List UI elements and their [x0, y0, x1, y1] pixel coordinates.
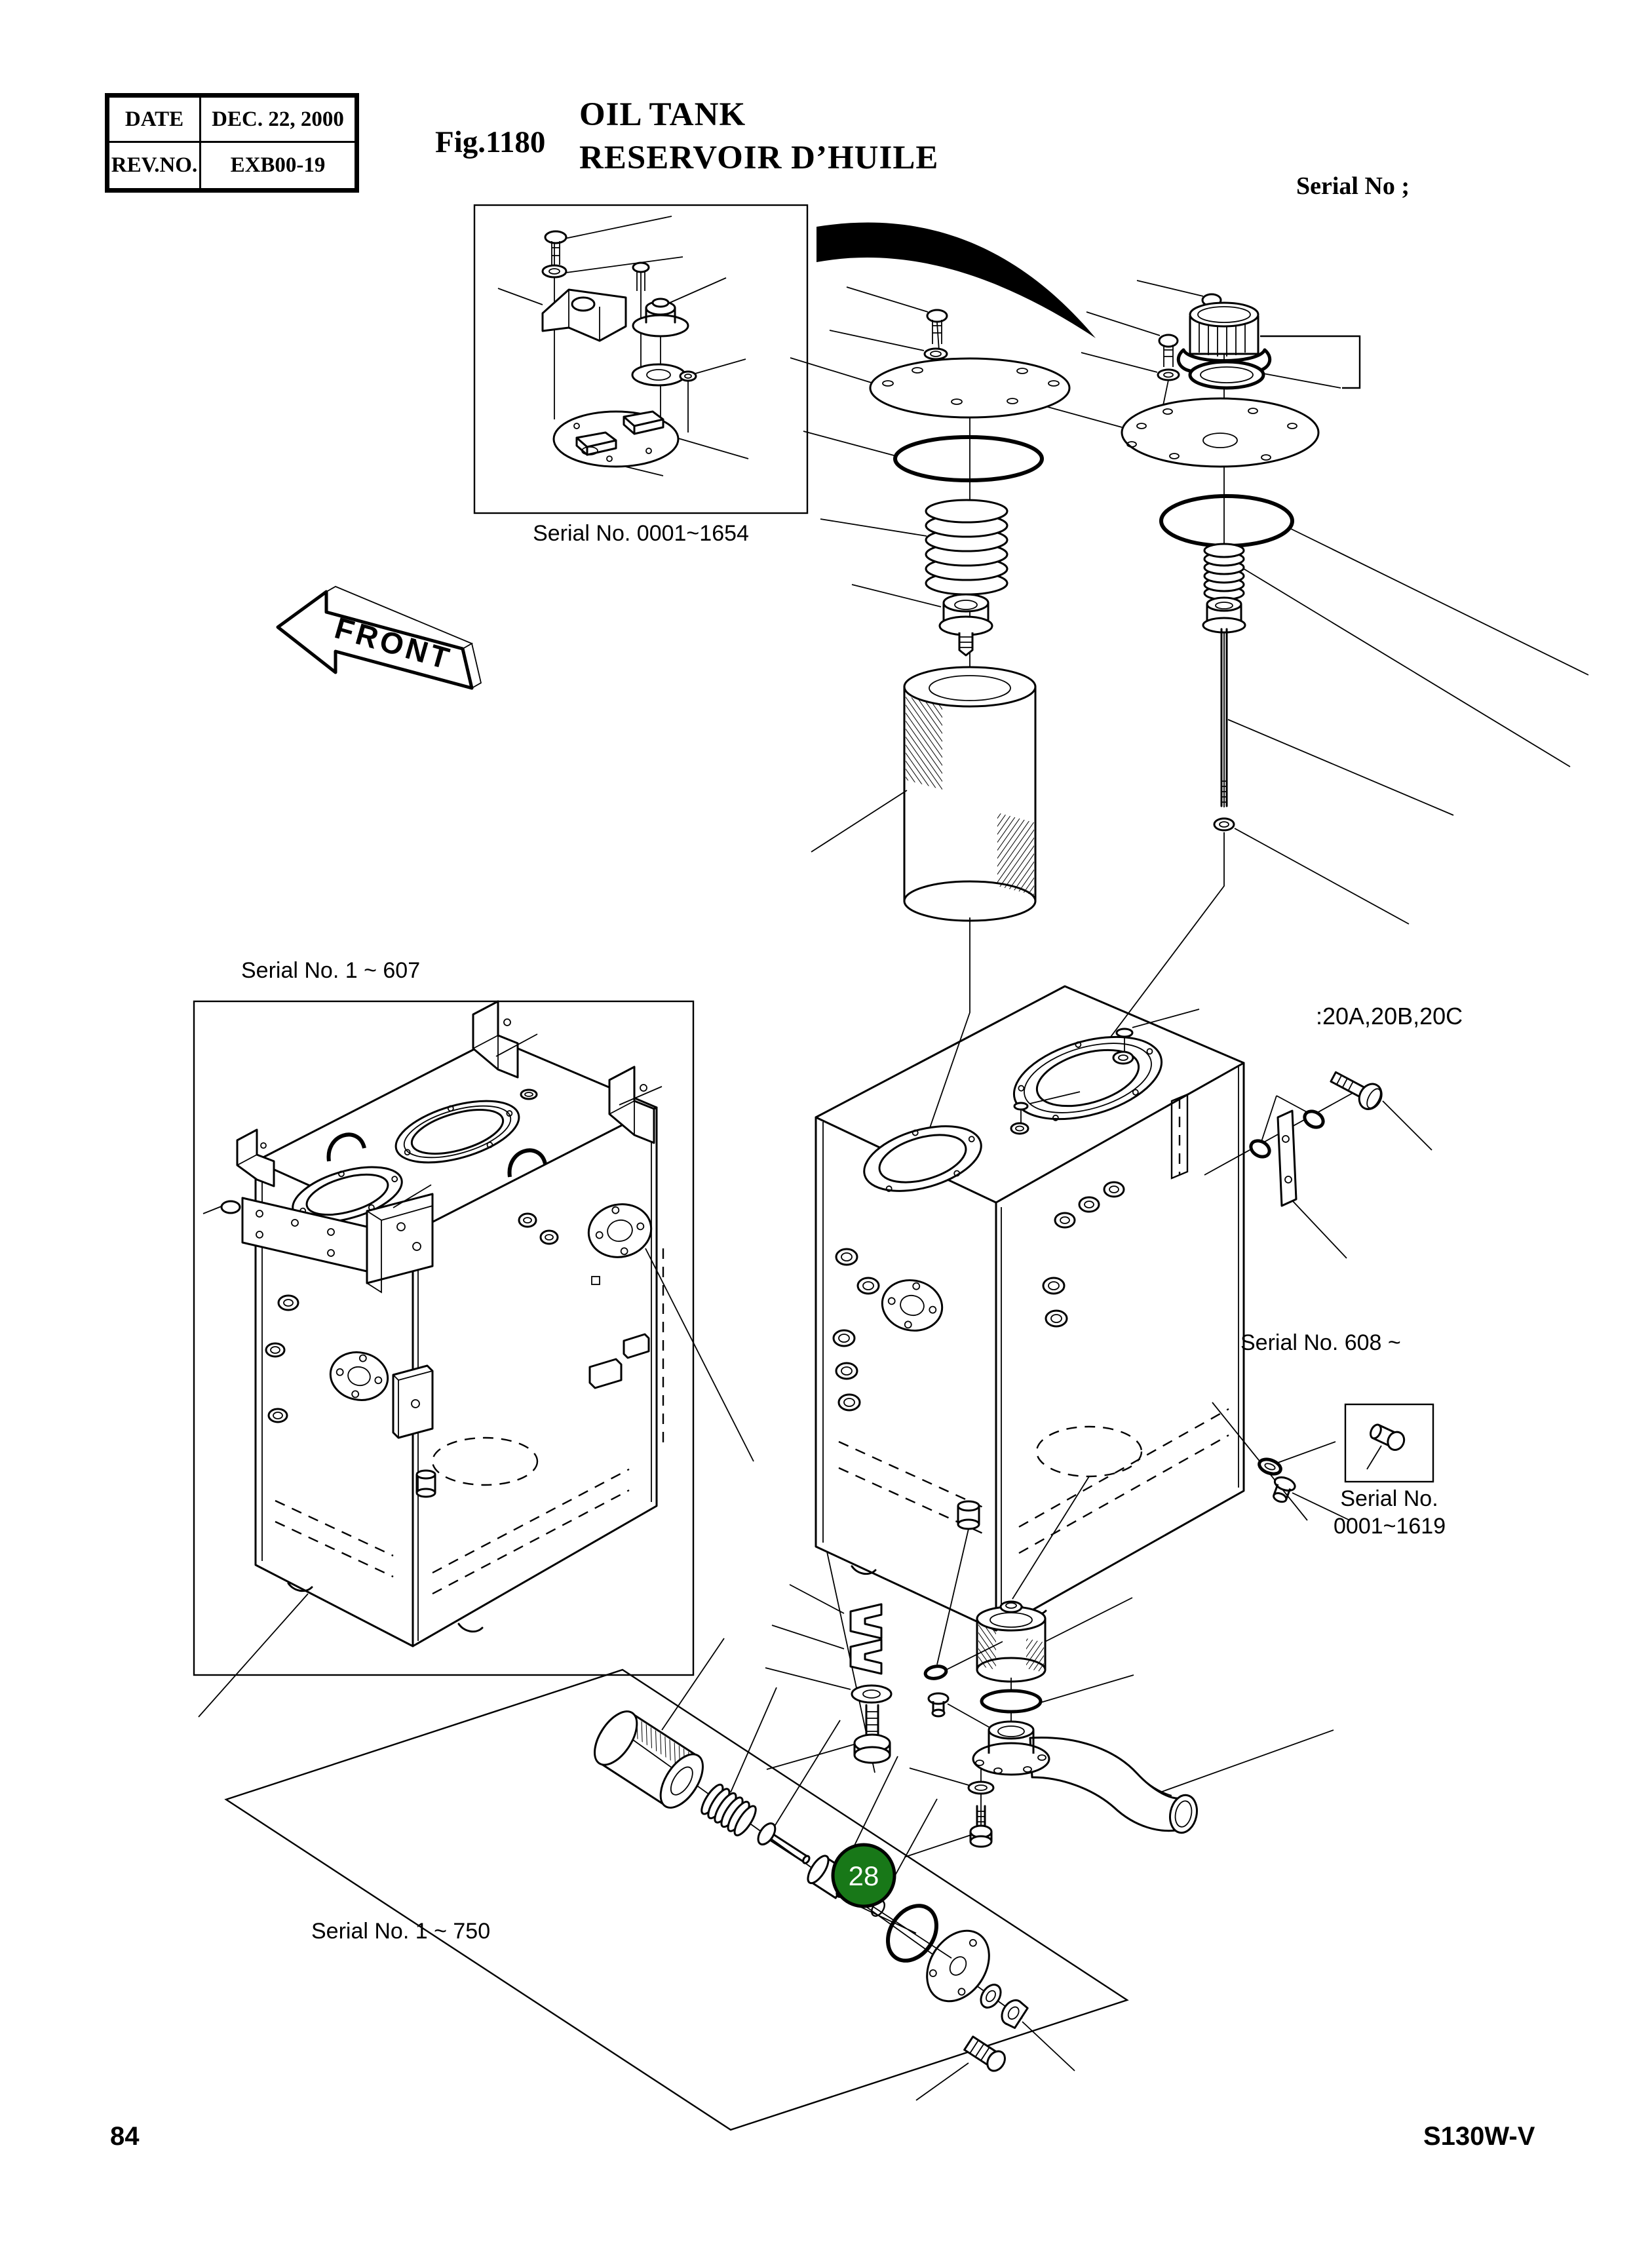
lower-assembly-plane	[224, 1668, 1129, 2131]
bottom-caption: Serial No. 1 ~ 750	[311, 1919, 491, 1944]
under-tank-fasteners	[765, 1551, 1007, 1773]
revision-table: DATE DEC. 22, 2000 REV.NO. EXB00-19	[105, 93, 359, 193]
page-title-en: OIL TANK	[579, 96, 746, 133]
revision-table-rev-label: REV.NO.	[109, 143, 201, 188]
page-title-fr: RESERVOIR D’HUILE	[579, 140, 939, 176]
inset-right-caption-line1: Serial No.	[1340, 1486, 1438, 1511]
inset-top-caption: Serial No. 0001~1654	[533, 521, 749, 546]
balloon-28	[831, 1843, 896, 1908]
swoosh-pointer	[816, 222, 1096, 338]
model-code: S130W-V	[1423, 2122, 1535, 2151]
revision-table-rev-value: EXB00-19	[230, 153, 326, 177]
inset-box-top-border	[473, 204, 809, 514]
inset-right-plug	[1366, 1423, 1406, 1470]
serial-no-note: Serial No ;	[1296, 172, 1410, 200]
return-filter-assembly	[790, 286, 1071, 1174]
front-arrow: FRONT	[276, 585, 482, 690]
revision-table-date-label: DATE	[109, 98, 201, 143]
callout-bracket	[1260, 335, 1361, 389]
figure-number: Fig.1180	[435, 125, 546, 159]
revision-table-date-value: DEC. 22, 2000	[201, 98, 355, 143]
inset-top-assembly	[497, 216, 749, 476]
inset-right-caption-line2: 0001~1619	[1334, 1514, 1446, 1539]
left-serial-box-border	[193, 1000, 695, 1676]
relief-valve-assembly: 28	[594, 1638, 1075, 2101]
suction-elbow-assembly	[904, 1597, 1334, 1858]
left-box-caption: Serial No. 1 ~ 607	[241, 958, 421, 983]
serial-from-608-caption: Serial No. 608 ~	[1240, 1330, 1401, 1355]
drain-plug-parts	[1212, 1402, 1351, 1521]
inset-box-right-border	[1344, 1403, 1434, 1483]
variant-note: :20A,20B,20C	[1316, 1003, 1463, 1030]
balloon-28-label: 28	[849, 1860, 879, 1891]
breather-cap-assembly	[1040, 280, 1589, 1077]
main-tank	[815, 985, 1245, 1665]
page-number: 84	[110, 2122, 140, 2151]
strap-mount-parts	[1204, 1071, 1432, 1259]
left-tank	[198, 1000, 754, 1718]
